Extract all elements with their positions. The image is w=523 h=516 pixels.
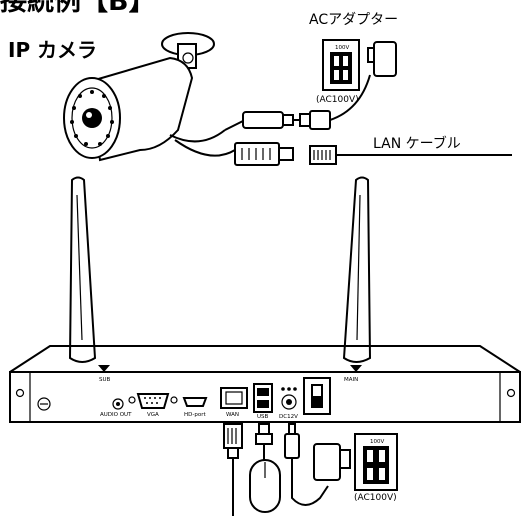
ac100v-top-label: (AC100V) — [316, 95, 359, 105]
sub-port-label: SUB — [99, 377, 111, 383]
outlet-voltage-bottom: 100V — [370, 439, 384, 445]
ac-adapter-label: ACアダプター — [309, 12, 398, 28]
ip-camera-illustration — [63, 32, 236, 162]
hd-port-label: HD-port — [184, 412, 206, 418]
camera-label: IP カメラ — [8, 38, 97, 62]
ac100v-bottom-label: (AC100V) — [354, 493, 397, 503]
nvr-power-cable — [284, 423, 329, 506]
wan-label: WAN — [226, 412, 239, 418]
nvr-lan-cable — [223, 423, 243, 516]
vga-label: VGA — [147, 412, 159, 418]
ac-adapter-bottom-illustration: 100V — [313, 433, 398, 491]
main-port-label: MAIN — [344, 377, 358, 383]
camera-power-connector — [224, 74, 371, 131]
nvr-recorder: SUB MAIN AUDIO OUT VGA HD-port WAN USB — [9, 176, 521, 423]
page-title: 接続例【B】 — [0, 0, 156, 17]
usb-mouse — [249, 423, 281, 513]
lan-cable-label: LAN ケーブル — [373, 135, 461, 152]
dc12v-label: DC12V — [279, 414, 298, 420]
usb-label: USB — [257, 414, 269, 420]
camera-lan-connector — [234, 142, 512, 166]
outlet-voltage-top: 100V — [335, 45, 349, 51]
audio-out-label: AUDIO OUT — [100, 412, 132, 418]
ac-adapter-top-illustration: 100V — [322, 39, 397, 91]
